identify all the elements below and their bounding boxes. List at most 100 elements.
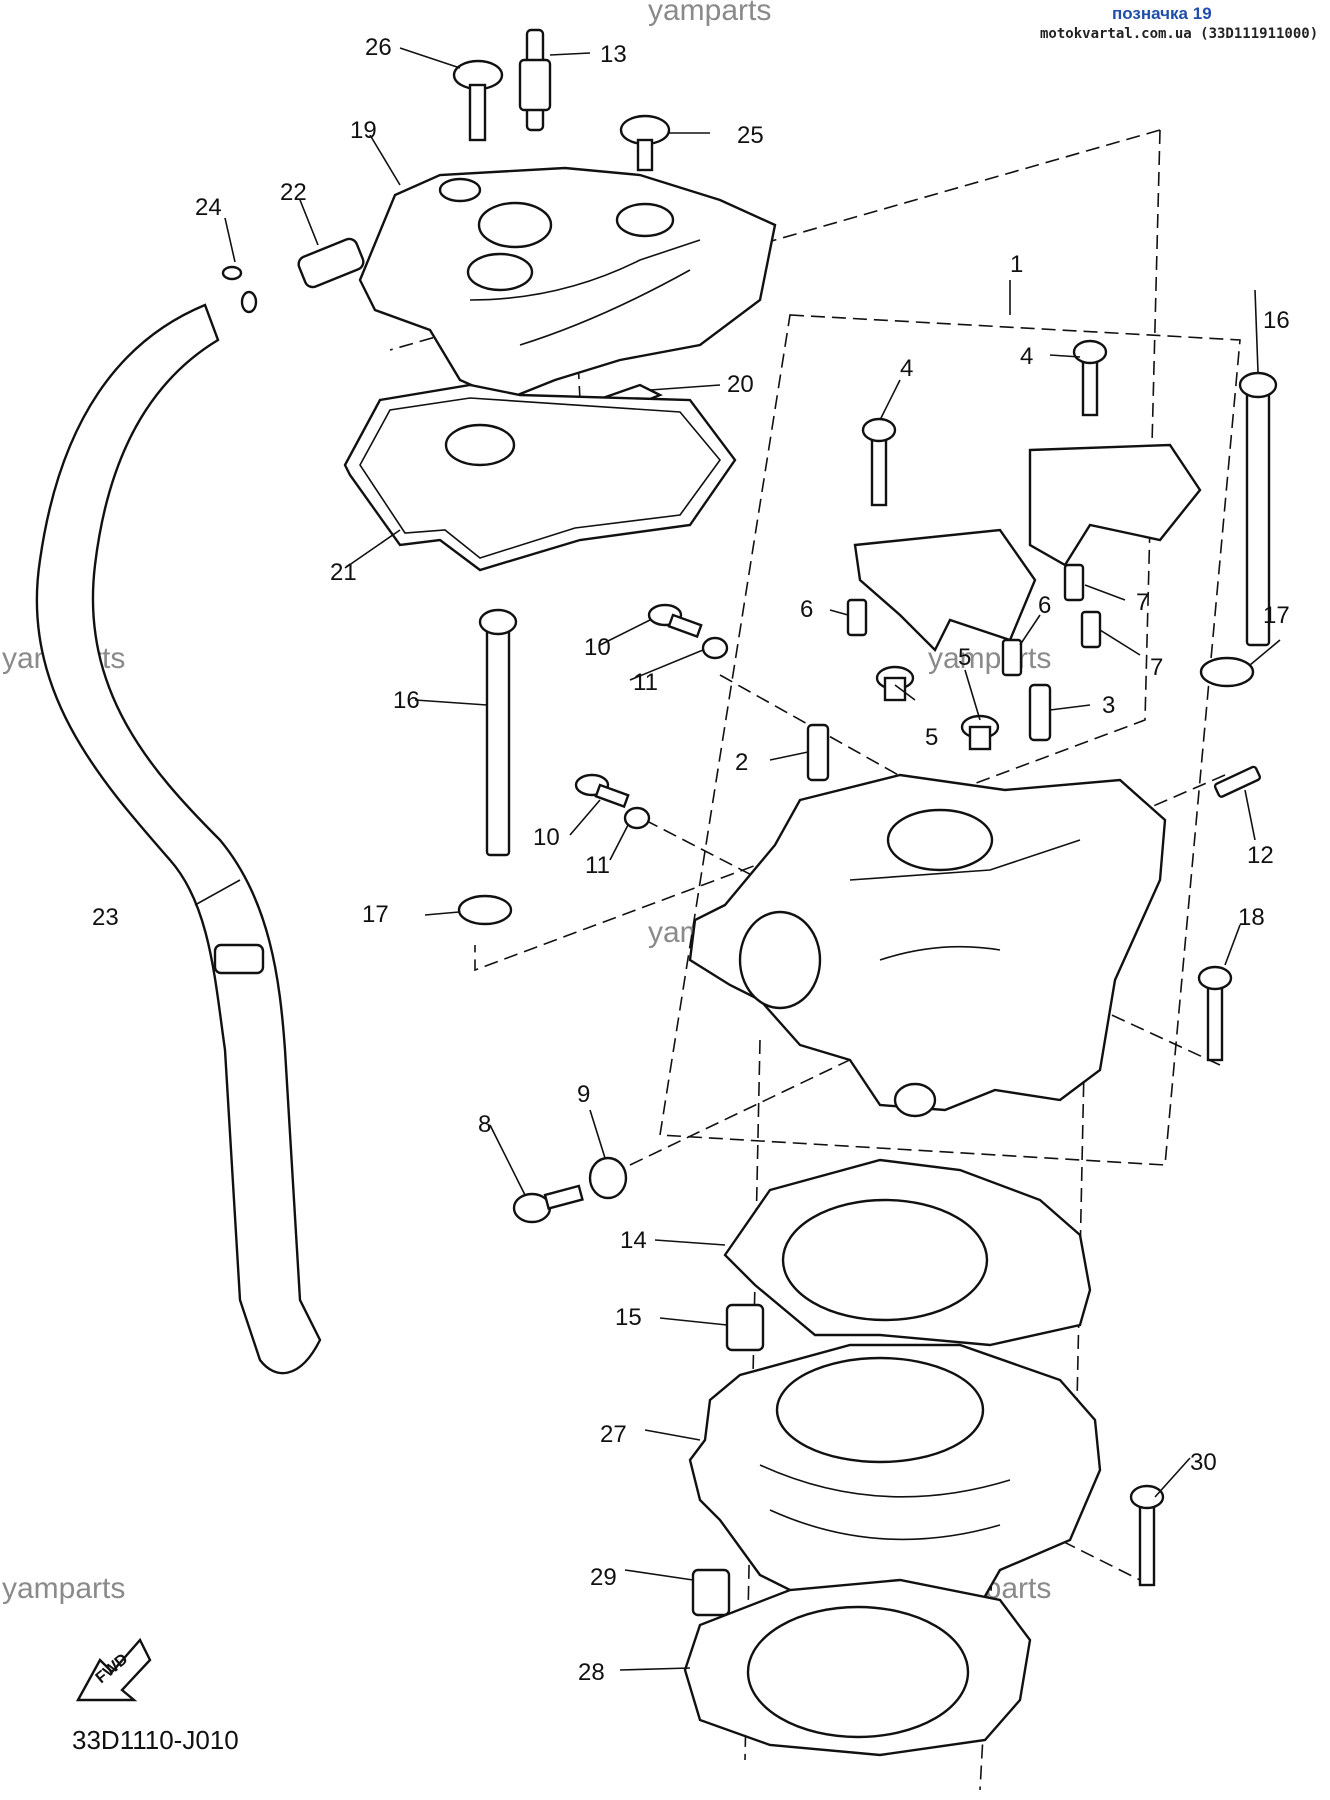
camshaft-cap-right [1028,443,1202,567]
cover-bolt-shaft [468,83,487,142]
washer-17-right [1199,656,1255,688]
guide-line-bolt-8 [629,1054,861,1166]
cover-rib [469,239,701,301]
callout-6-right: 6 [1038,592,1051,619]
dowel-29 [691,1568,731,1617]
bolt-8-shaft [543,1184,584,1210]
assembly-frame-1 [659,314,1241,1166]
cylinder-head-cover [358,166,777,402]
source-reference: motokvartal.com.ua (33D111911000) [1040,26,1319,42]
gasket-inner [359,397,722,559]
cover-bolt-hole-2 [438,177,482,203]
callout-8: 8 [478,1111,491,1138]
camshaft-cap-left [853,528,1037,653]
callout-24: 24 [195,194,222,221]
callout-15: 15 [615,1304,642,1331]
bolt-8-head [512,1192,552,1224]
gasket-bore [781,1198,989,1322]
washer-11-upper [701,636,729,660]
cylinder-head [688,773,1167,1112]
callout-3: 3 [1102,692,1115,719]
head-intake-port [738,910,822,1010]
washer-17-left [457,894,513,926]
head-rib [879,945,1001,961]
callout-27: 27 [600,1421,627,1448]
bolt-30-shaft [1138,1503,1156,1587]
dowel-6-left [846,598,868,637]
guide-line-stud-12 [1039,774,1226,856]
callout-7-upper: 7 [1136,589,1149,616]
callout-22: 22 [280,179,307,206]
valve-guide-2 [806,723,830,782]
base-gasket-bore [746,1605,970,1739]
callout-18: 18 [1238,904,1265,931]
head-bolt-right-head [1238,371,1278,399]
callout-16-left: 16 [393,687,420,714]
cap-bolt-left-head [861,417,897,443]
watermark-top: yamparts [648,0,772,27]
head-deck-line [849,839,1081,881]
guide-line-bolt-10b [644,819,801,901]
head-exhaust-boss [893,1082,937,1118]
bolt-10-lower-shaft [594,783,630,809]
page-title: позначка 19 [1112,4,1212,23]
fwd-arrow-icon: FWD [75,1637,152,1702]
cover-bolt-shaft-25 [636,138,654,172]
callout-7-lower: 7 [1150,654,1163,681]
callout-6-left: 6 [800,596,813,623]
callout-1: 1 [1010,251,1023,278]
dowel-7-lower [1080,610,1102,649]
cover-boss [466,252,534,292]
cylinder-bore [775,1356,985,1464]
callout-5-right: 5 [958,644,971,671]
plug-5-left-body [883,676,907,702]
diagram-code: 33D1110-J010 [72,1725,239,1755]
callout-20: 20 [727,371,754,398]
callout-23: 23 [92,904,119,931]
stud-bolt [1213,765,1262,798]
callout-10-lower: 10 [533,824,560,851]
dowel-15 [725,1303,765,1352]
bolt-18-head [1197,965,1233,991]
callout-5-left: 5 [925,724,938,751]
bolt-10-upper-shaft [667,613,703,639]
cylinder-fin [759,1464,1011,1498]
callout-labels: 1 2 3 4 4 5 5 6 6 7 7 8 9 10 10 11 11 12… [92,34,1290,1686]
valve-guide-3 [1028,683,1052,742]
clip-part [221,265,243,281]
dowel-7-upper [1063,563,1085,602]
callout-17-left: 17 [362,901,389,928]
spark-plug-hex [518,58,552,112]
washer-11-lower [623,806,651,830]
head-bolt-left-head [478,608,518,636]
callout-11-upper: 11 [633,669,658,696]
cover-bolt-hole [615,202,675,238]
breather-joint [297,237,365,289]
guide-line-18 [1089,1004,1221,1066]
cover-plug-hole [477,201,553,249]
callout-19: 19 [350,117,377,144]
bolt-30-head [1129,1484,1165,1510]
cover-rib-2 [519,269,691,346]
callout-26: 26 [365,34,392,61]
callout-12: 12 [1247,842,1274,869]
callout-14: 14 [620,1227,647,1254]
leader-lines [194,47,1281,1671]
bolt-18-shaft [1206,983,1224,1062]
hose-clamp [213,943,265,975]
dowel-6-right [1001,638,1023,677]
head-cover-gasket [343,383,737,572]
callout-4-left: 4 [900,355,913,382]
callout-17-right: 17 [1263,602,1290,629]
callout-10-upper: 10 [584,634,611,661]
callout-16-right: 16 [1263,307,1290,334]
plug-5-right-body [968,725,992,751]
watermark-bottom-left: yamparts [2,1572,126,1605]
clip-ring [240,290,258,314]
callout-28: 28 [578,1659,605,1686]
callout-11-lower: 11 [585,852,610,879]
head-bolt-left [485,623,511,857]
guide-line-cover [389,129,1161,351]
watermark-right: yamparts [928,642,1052,675]
